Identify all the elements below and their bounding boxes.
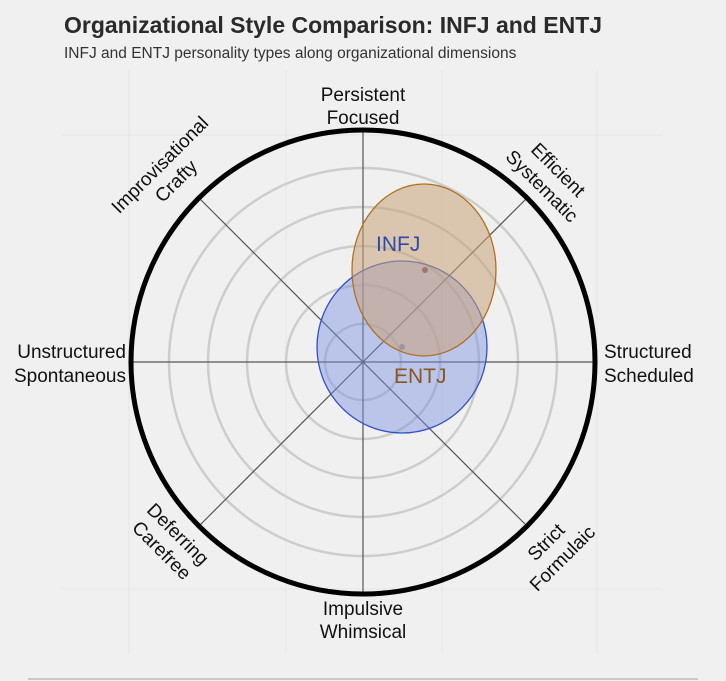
axis-label-bottom-left: Deferring Carefree: [127, 500, 212, 585]
svg-text:Persistent: Persistent: [321, 85, 406, 106]
svg-text:Scheduled: Scheduled: [604, 366, 694, 387]
infj-label: INFJ: [376, 233, 420, 256]
infj-center-point: [422, 267, 428, 273]
svg-text:Structured: Structured: [604, 342, 692, 363]
axis-label-top-right: Efficient Systematic: [501, 139, 589, 227]
chart-subtitle: INFJ and ENTJ personality types along or…: [64, 45, 517, 62]
axis-label-top-left: Improvisational Crafty: [108, 113, 213, 218]
axis-label-bottom: Impulsive Whimsical: [320, 599, 407, 643]
svg-text:Impulsive: Impulsive: [323, 599, 403, 620]
svg-text:Unstructured: Unstructured: [17, 342, 126, 363]
axis-label-left: Unstructured Spontaneous: [14, 342, 126, 387]
svg-text:Focused: Focused: [327, 108, 400, 129]
svg-text:Spontaneous: Spontaneous: [14, 366, 126, 387]
outer-ring: [128, 127, 598, 597]
axis-label-top: Persistent Focused: [321, 85, 406, 129]
series-infj: [351, 183, 497, 357]
chart-title: Organizational Style Comparison: INFJ an…: [64, 12, 603, 38]
svg-text:Whimsical: Whimsical: [320, 622, 407, 643]
axis-label-bottom-right: Strict Formulaic: [524, 519, 600, 595]
entj-label: ENTJ: [394, 365, 447, 388]
axis-label-right: Structured Scheduled: [604, 342, 694, 387]
bottom-divider: [28, 678, 698, 680]
